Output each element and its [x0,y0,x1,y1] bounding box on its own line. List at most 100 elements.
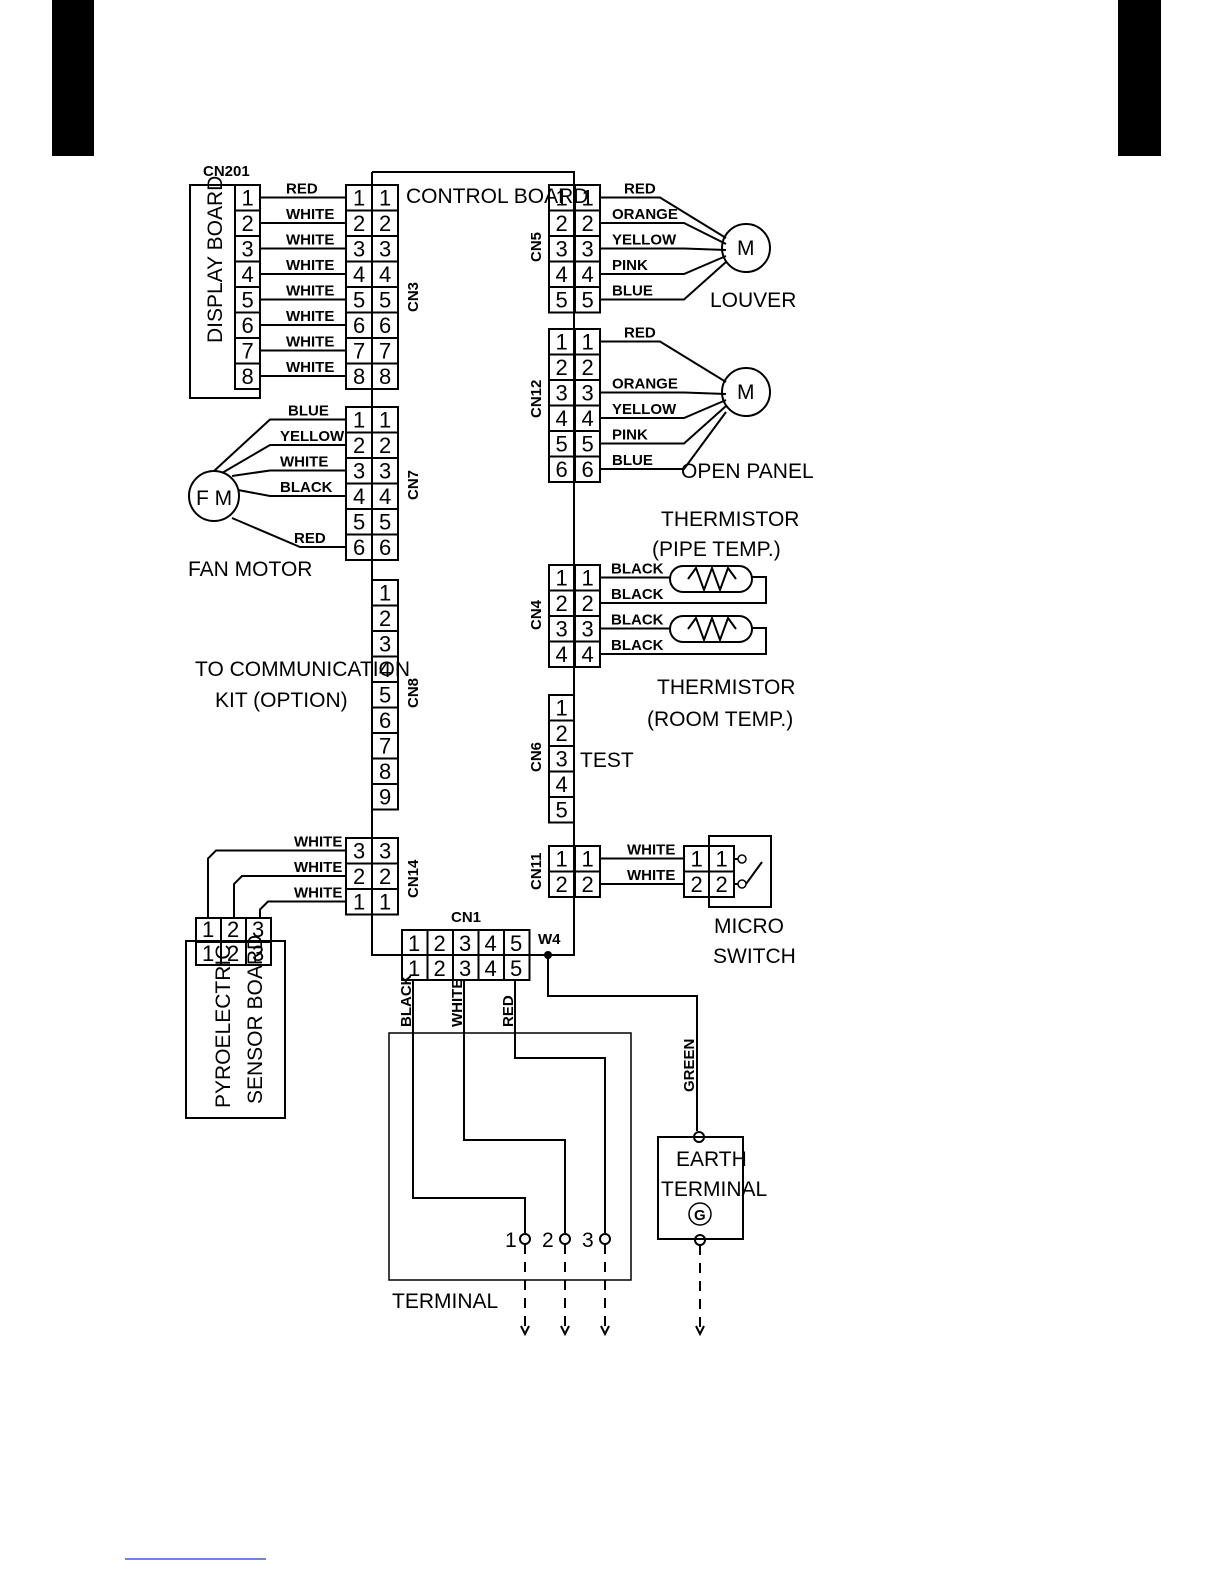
terminal-post-3 [599,1233,611,1245]
cn12-pin-1: 1 [556,330,568,355]
cn5-pin-3: 3 [556,237,568,262]
cn14-wire-label: WHITE [294,885,342,902]
cn14-wire-label: WHITE [294,859,342,876]
terminal-box [388,1032,632,1281]
cn7-wire-label: RED [294,530,326,547]
cn8-pin-9: 9 [379,785,391,810]
display-wire-label: WHITE [286,232,334,249]
cn5-wire-label: RED [624,181,656,198]
earth-terminal: GREEN EARTH TERMINAL G [547,955,767,1337]
cn5-wire-label: ORANGE [612,206,678,223]
cn7-wire-label: BLUE [288,403,329,420]
cn4-label: CN4 [528,599,545,630]
earth-symbol: G [694,1207,706,1224]
cn8-pin-6: 6 [379,708,391,733]
cn7-wire-label: BLACK [280,479,333,496]
cn8-label: CN8 [405,678,422,708]
pyro-pin-3: 3 [252,941,264,966]
terminal-post-1 [519,1233,531,1245]
cn6-pin-1: 1 [556,696,568,721]
cn14-wire-label: WHITE [294,834,342,851]
arrow-2 [560,1325,570,1337]
cn5-wire-label: PINK [612,257,648,274]
cn8-cell [371,783,399,811]
cn1-cell [503,954,531,981]
cn8-pin-5: 5 [379,683,391,708]
cn7-pin-3: 3 [353,459,365,484]
cn4-pin-4: 4 [582,642,594,667]
cn3-pin-4: 4 [379,262,391,287]
switch-pin-2: 2 [691,872,703,897]
cn14-wire [207,849,346,918]
cn4-wire-label: BLACK [611,612,664,629]
cn3-pin-1: 1 [353,186,365,211]
cn11-label: CN11 [528,852,545,890]
cn3-cell [371,362,399,390]
cn6-label: CN6 [528,742,545,772]
cn5-label: CN5 [528,232,545,262]
cn4-pin-2: 2 [556,591,568,616]
cn5-wire [600,222,727,245]
cn12-pin-3: 3 [556,381,568,406]
cn7-wire [231,517,346,548]
display-wire-label: WHITE [286,206,334,223]
cn4-pin-4: 4 [556,642,568,667]
terminal-num-2: 2 [542,1229,554,1252]
cn4-pin-3: 3 [556,617,568,642]
cn12-pin-6: 6 [582,457,594,482]
cn7-pin-2: 2 [379,433,391,458]
cn12-wire [600,340,727,383]
cn11-wire-label: WHITE [627,842,675,859]
cn3-pin-2: 2 [353,211,365,236]
switch-pin-2: 2 [716,872,728,897]
switch-lever [745,861,763,885]
cn6-test-label: TEST [580,749,634,772]
cn12-pin-2: 2 [582,355,594,380]
display-pin-6: 6 [242,313,254,338]
cn11-pin-2: 2 [582,872,594,897]
cn14-pin-1: 1 [379,890,391,915]
pipe-thermistor-line2: (PIPE TEMP.) [652,538,781,561]
earth-line1: EARTH [676,1148,747,1171]
cn7-wire [237,489,346,497]
display-pin-7: 7 [242,339,254,364]
cn3-pin-1: 1 [379,186,391,211]
cn5-wire-label: BLUE [612,283,653,300]
cn5-pin-3: 3 [582,237,594,262]
panel-motor-symbol [721,367,771,417]
cn5-wire [600,255,727,275]
cn1-pin-3: 3 [459,931,471,956]
cn1-wire-label: RED [500,995,517,1027]
louver-motor-text: M [737,237,755,260]
pyro-pin-1: 1 [202,917,214,942]
switch-contact-2 [737,879,747,889]
arrow-earth [695,1325,705,1337]
cn8-note-line1: TO COMMUNICATION [195,658,410,681]
cn5-wire [600,196,727,239]
cn3-pin-8: 8 [379,364,391,389]
cn5-wire [600,261,727,301]
pipe-thermistor-body [669,565,753,593]
cn11-pin-1: 1 [582,847,594,872]
cn14-pin-1: 1 [353,890,365,915]
terminal-label: TERMINAL [392,1290,498,1313]
pyro-pin-3: 3 [252,917,264,942]
display-wire-label: WHITE [286,283,334,300]
cn14-label: CN14 [405,859,422,898]
cn12-wire [600,399,727,419]
cn8-pin-8: 8 [379,759,391,784]
cn7-pin-1: 1 [353,408,365,433]
control-board-outline [371,171,575,956]
cn1-pin-1: 1 [408,931,420,956]
cn4-pin-3: 3 [582,617,594,642]
display-pin-2: 2 [242,211,254,236]
cn7-pin-5: 5 [353,510,365,535]
micro-switch-box [708,835,772,908]
room-thermistor-line1: THERMISTOR [657,676,795,699]
pyro-pin-2: 2 [227,941,239,966]
